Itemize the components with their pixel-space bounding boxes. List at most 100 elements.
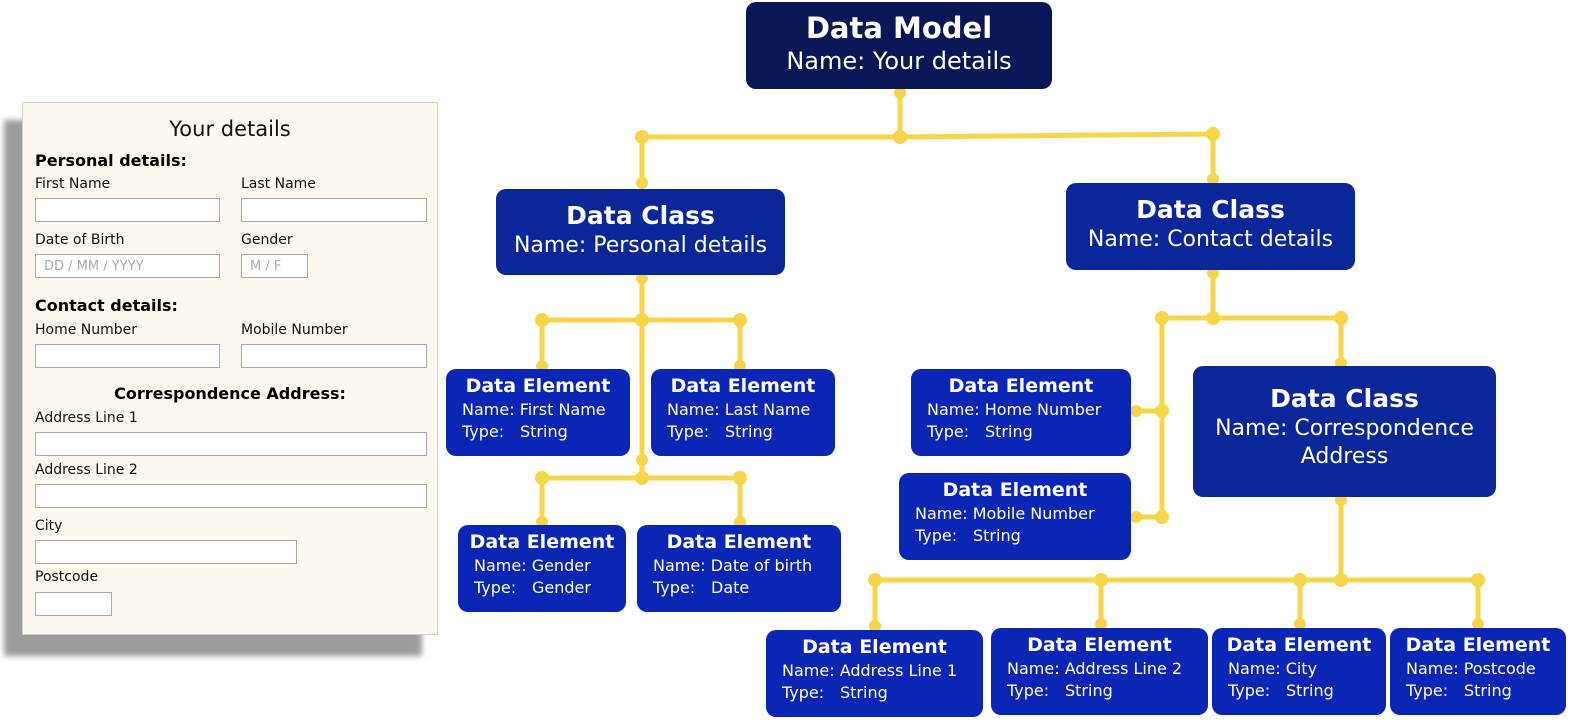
name-key: Name: (474, 556, 527, 575)
connector-dot (893, 130, 907, 144)
name-key: Name: (915, 504, 968, 523)
name-value: Gender (531, 556, 591, 575)
data-model-name: Name: Your details (786, 47, 1012, 75)
city-input[interactable] (35, 540, 297, 564)
connector-dot (635, 313, 649, 327)
data-element-postcode[interactable]: Data Element Name: Postcode Type:String (1390, 628, 1566, 715)
connector-dot (1334, 573, 1348, 587)
your-details-form: Your details Personal details: First Nam… (22, 102, 438, 635)
connector-dot (1472, 618, 1484, 630)
data-element-heading: Data Element (948, 375, 1094, 397)
last-name-input[interactable] (241, 198, 427, 222)
correspondence-address-heading: Correspondence Address: (114, 384, 346, 403)
type-key: Type: (1007, 681, 1050, 700)
first-name-input[interactable] (35, 198, 220, 222)
data-class-personal-details[interactable]: Data Class Name: Personal details (496, 189, 785, 275)
data-element-gender[interactable]: Data Element Name: Gender Type: Gender (458, 525, 626, 612)
data-model-heading: Data Model (805, 11, 993, 45)
data-element-first-name[interactable]: Data Element Name: First Name Type:Strin… (446, 369, 630, 456)
address-line-2-label: Address Line 2 (35, 462, 138, 478)
data-class-correspondence-address[interactable]: Data Class Name: Correspondence Address (1193, 366, 1496, 497)
name-value: Home Number (984, 400, 1102, 419)
type-key: Type: (927, 422, 970, 441)
personal-details-heading: Personal details: (35, 151, 187, 170)
connector-dot (535, 313, 549, 327)
type-key: Type: (1406, 681, 1449, 700)
type-value: Date (711, 578, 750, 597)
data-model-node[interactable]: Data Model Name: Your details (746, 2, 1052, 89)
connector-dot (1294, 618, 1306, 630)
connector-dot (1094, 573, 1108, 587)
address-line-1-input[interactable] (35, 432, 427, 456)
type-key: Type: (474, 578, 517, 597)
connector-dot (869, 620, 881, 632)
name-value: First Name (519, 400, 606, 419)
type-value: String (725, 422, 773, 441)
gender-input[interactable] (241, 254, 308, 278)
connector-dot (1155, 311, 1169, 325)
data-element-mobile-number[interactable]: Data Element Name: Mobile Number Type:St… (899, 473, 1131, 560)
connector-dot (635, 130, 649, 144)
data-element-home-number[interactable]: Data Element Name: Home Number Type: Stri… (911, 369, 1131, 456)
data-element-last-name[interactable]: Data Element Name: Last Name Type:String (651, 369, 835, 456)
data-element-heading: Data Element (469, 531, 615, 553)
connector-dot (635, 471, 649, 485)
data-element-heading: Data Element (942, 479, 1088, 501)
connector-dot (1206, 127, 1220, 141)
connector-dot (535, 471, 549, 485)
name-key: Name: (667, 400, 720, 419)
address-line-1-label: Address Line 1 (35, 410, 138, 426)
data-class-heading: Data Class (566, 201, 715, 230)
connector-dot (1206, 311, 1220, 325)
connector-dot (733, 471, 747, 485)
type-key: Type: (782, 683, 825, 702)
type-key: Type: (667, 422, 710, 441)
data-element-heading: Data Element (1405, 634, 1551, 656)
data-element-heading: Data Element (1226, 634, 1372, 656)
type-key: Type: (462, 422, 505, 441)
type-value: String (985, 422, 1033, 441)
connector-dot (1155, 404, 1169, 418)
home-number-input[interactable] (35, 344, 220, 368)
type-value: String (520, 422, 568, 441)
data-class-name-line-2: Address (1300, 444, 1389, 469)
data-element-city[interactable]: Data Element Name: City Type:String (1212, 628, 1386, 715)
connector-dot (1155, 510, 1169, 524)
name-key: Name: (1007, 659, 1060, 678)
data-class-name: Name: Contact details (1087, 227, 1334, 252)
form-title: Your details (169, 117, 291, 141)
data-element-heading: Data Element (666, 531, 812, 553)
name-key: Name: (782, 661, 835, 680)
data-element-address-line-2[interactable]: Data Element Name: Address Line 2 Type:S… (991, 628, 1208, 715)
connector-dot (636, 454, 648, 466)
postcode-input[interactable] (35, 592, 112, 616)
type-value: String (840, 683, 888, 702)
type-value: String (1286, 681, 1334, 700)
name-key: Name: (927, 400, 980, 419)
connector-dot (1130, 511, 1142, 523)
connector-model-bus (639, 131, 1216, 140)
name-value: Date of birth (710, 556, 813, 575)
data-class-contact-details[interactable]: Data Class Name: Contact details (1066, 183, 1355, 270)
data-element-heading: Data Element (1027, 634, 1172, 656)
name-value: Address Line 1 (839, 661, 958, 680)
first-name-label: First Name (35, 176, 111, 192)
date-of-birth-input[interactable] (35, 254, 220, 278)
connector-dot (1471, 573, 1485, 587)
postcode-label: Postcode (35, 569, 99, 585)
data-class-heading: Data Class (1136, 195, 1285, 224)
name-value: City (1285, 659, 1318, 678)
name-value: Postcode (1463, 659, 1536, 678)
type-value: Gender (532, 578, 591, 597)
mobile-number-input[interactable] (241, 344, 427, 368)
connector-dot (1095, 618, 1107, 630)
data-element-date-of-birth[interactable]: Data Element Name: Date of birth Type:Da… (637, 525, 841, 612)
connector-dot (636, 272, 648, 284)
address-line-2-input[interactable] (35, 484, 427, 508)
name-key: Name: (462, 400, 515, 419)
data-element-address-line-1[interactable]: Data Element Name: Address Line 1 Type:S… (766, 630, 983, 717)
type-key: Type: (1228, 681, 1271, 700)
home-number-label: Home Number (35, 322, 138, 338)
last-name-label: Last Name (241, 176, 316, 192)
